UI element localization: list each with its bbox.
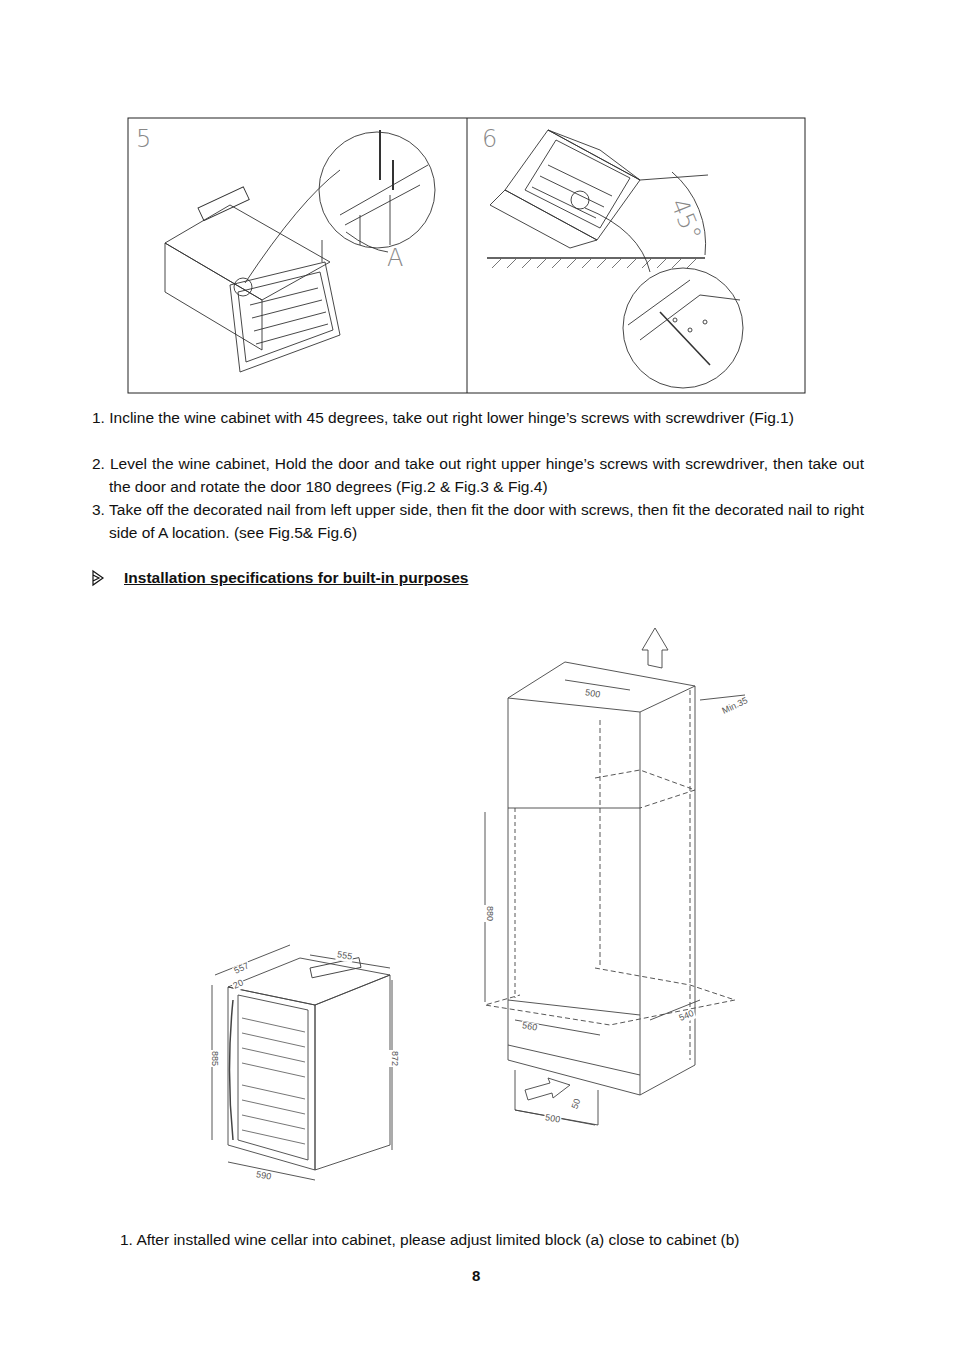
dimension-label: Min.35 <box>720 696 750 717</box>
unit-front <box>228 987 315 1170</box>
angle-label: 45° <box>666 195 706 244</box>
dimension-label: 880 <box>484 905 494 922</box>
dimension-label: 500 <box>583 688 601 701</box>
dimension-label: 555 <box>335 950 353 963</box>
leader-a <box>346 232 388 252</box>
bullet-arrow <box>93 571 103 585</box>
detail-mark <box>234 278 252 296</box>
airflow-arrow-in <box>525 1078 570 1100</box>
dimension-label: 500 <box>543 1113 561 1126</box>
figure-frame <box>128 118 805 393</box>
dimension-label: 557 <box>232 961 252 977</box>
dimension-label: 885 <box>209 1050 219 1067</box>
frame-divider <box>467 118 468 393</box>
frame-box <box>128 118 805 393</box>
bottle-rows <box>242 1018 305 1144</box>
dimension-label: 50 <box>570 1097 583 1112</box>
vent <box>198 187 249 221</box>
instruction-step: 2. Level the wine cabinet, Hold the door… <box>92 452 864 498</box>
vent-recess <box>515 1070 598 1125</box>
glass <box>525 140 630 228</box>
handle <box>230 1000 234 1140</box>
figure-number: 5 <box>136 126 151 152</box>
airflow-arrow-up <box>642 628 668 668</box>
cabinet-top <box>548 130 640 180</box>
detail-circle <box>623 268 743 388</box>
leader <box>245 170 340 283</box>
ground <box>487 257 705 258</box>
wine-cellar-unit <box>212 945 392 1180</box>
unit-glass <box>238 995 308 1160</box>
instruction-step: 1. Incline the wine cabinet with 45 degr… <box>92 406 864 429</box>
cabinet-base <box>490 190 597 248</box>
leader <box>585 208 650 272</box>
cabinet-top <box>165 205 330 300</box>
dimension-label: 590 <box>254 1170 272 1183</box>
page-number: 8 <box>472 1268 480 1285</box>
installation-note: 1. After installed wine cellar into cabi… <box>120 1228 880 1251</box>
cabinet-side <box>165 243 262 350</box>
angle-ref <box>640 175 708 180</box>
dim-line <box>515 1020 600 1035</box>
dim-line <box>565 680 630 690</box>
cabinet-door <box>230 262 340 372</box>
dimension-label: 560 <box>520 1021 538 1034</box>
built-in-cabinet <box>485 628 745 1125</box>
figure-number: 6 <box>482 126 497 152</box>
dimension-label: 872 <box>389 1050 399 1067</box>
section-heading: Installation specifications for built-in… <box>124 569 468 587</box>
cabinet-top <box>508 662 695 712</box>
location-label: A <box>387 245 403 271</box>
unit-side <box>315 975 390 1170</box>
detail-circle <box>319 132 435 248</box>
dim-line <box>215 945 290 975</box>
instruction-step: 3. Take off the decorated nail from left… <box>92 498 864 544</box>
cabinet-figure-6 <box>487 130 743 388</box>
cabinet-figure-5 <box>165 130 435 372</box>
